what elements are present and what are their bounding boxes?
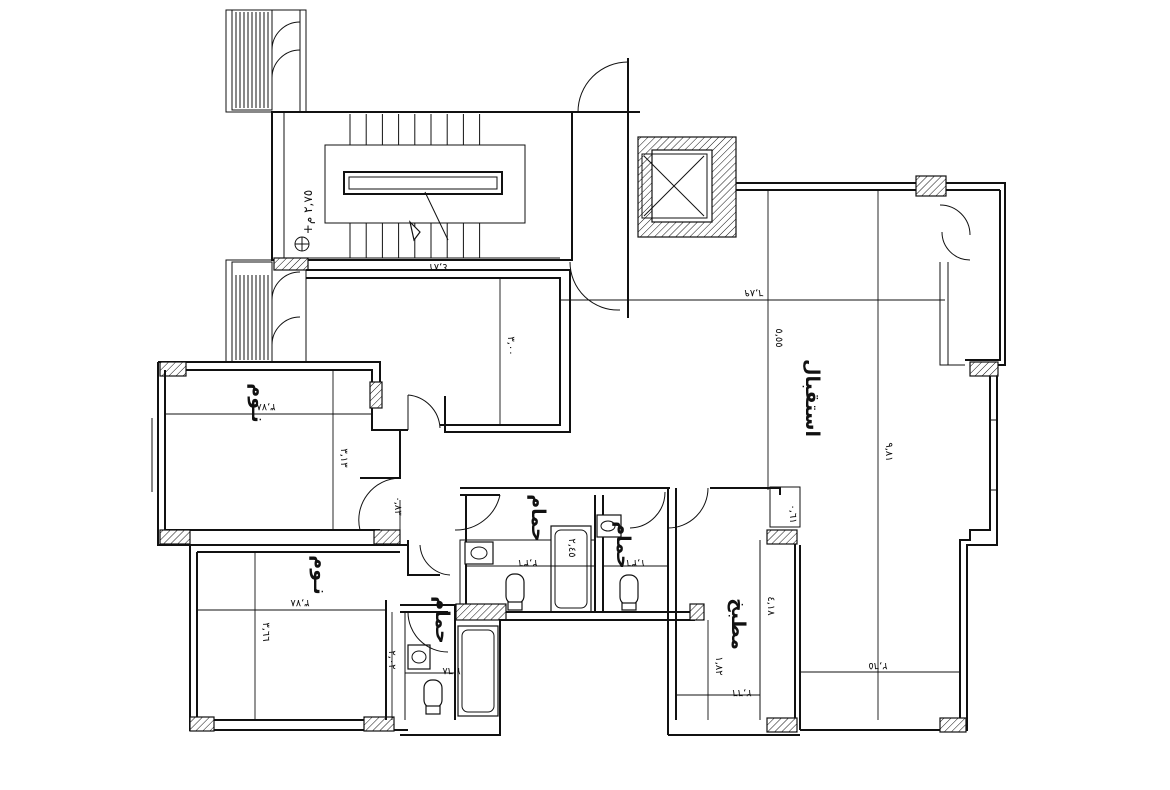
dim-kitchen-width: ٢,٦٦ [732, 687, 751, 698]
room-label-bath-2: حمام [612, 521, 634, 569]
room-label-bedroom-1: نـوم [247, 383, 269, 422]
dim-bath1-height: ٢,٤٥ [566, 538, 577, 557]
room-label-reception: استقبال [801, 359, 823, 437]
dim-bed2-width: ٣,٧٨ [290, 597, 310, 608]
dim-bath2-width: ١,٣٦ [626, 557, 645, 568]
level-marker: +٢,٧٥ م [294, 190, 315, 252]
dim-bath1-width: ٢,٣٦ [518, 557, 537, 568]
dim-kitchen-height: ٤,١٨ [765, 596, 776, 616]
dim-bed1-width: ٣,٧٨ [256, 401, 276, 412]
dim-hall-height: ٣,٠٠ [505, 336, 516, 355]
dim-reception-upper: ٥,٥٥ [773, 328, 784, 347]
room-label-kitchen: مطبخ [727, 598, 749, 650]
dim-bed1-height: ٣,١٣ [338, 448, 349, 468]
corridor [358, 430, 781, 735]
room-label-bath-3: حمام [431, 596, 453, 644]
bedroom-1 [151, 361, 441, 546]
outer-walls [736, 175, 1006, 733]
balcony-top [225, 9, 307, 113]
hall [306, 261, 621, 433]
dim-corridor: ٠,٨٣ [392, 496, 403, 516]
balcony-middle [225, 259, 307, 363]
dim-bath3-height: ٢,٠٢ [386, 650, 397, 669]
elevator [637, 136, 737, 238]
entrance-door[interactable] [572, 58, 640, 318]
room-label-bedroom-2: نـوم [309, 555, 331, 594]
bathroom-2 [596, 495, 639, 612]
dim-reception-height: ٩,٨١ [883, 442, 894, 461]
kitchen [668, 486, 801, 736]
bathroom-3 [400, 603, 510, 736]
bathroom-1 [459, 495, 700, 621]
staircase [271, 111, 573, 271]
dim-reception-bottom: ٢,٦٥ [868, 660, 887, 671]
dim-bed2-height: ٣,٦٦ [260, 622, 271, 641]
bedroom-2 [189, 544, 408, 732]
dim-reception-span: ٦,٨٩ [744, 287, 763, 298]
room-label-bath-1: حمام [527, 494, 549, 542]
dim-stair-width: ٤,٨١ [428, 261, 447, 272]
dim-bath3-width: ١,٦٨ [442, 665, 462, 676]
dim-kitchen-lower: ١,٨٢ [713, 656, 724, 675]
dimension-lines [165, 190, 960, 720]
level-label: +٢,٧٥ م [301, 190, 315, 234]
dim-kitchen-gap: ٠,٦١ [787, 504, 798, 523]
